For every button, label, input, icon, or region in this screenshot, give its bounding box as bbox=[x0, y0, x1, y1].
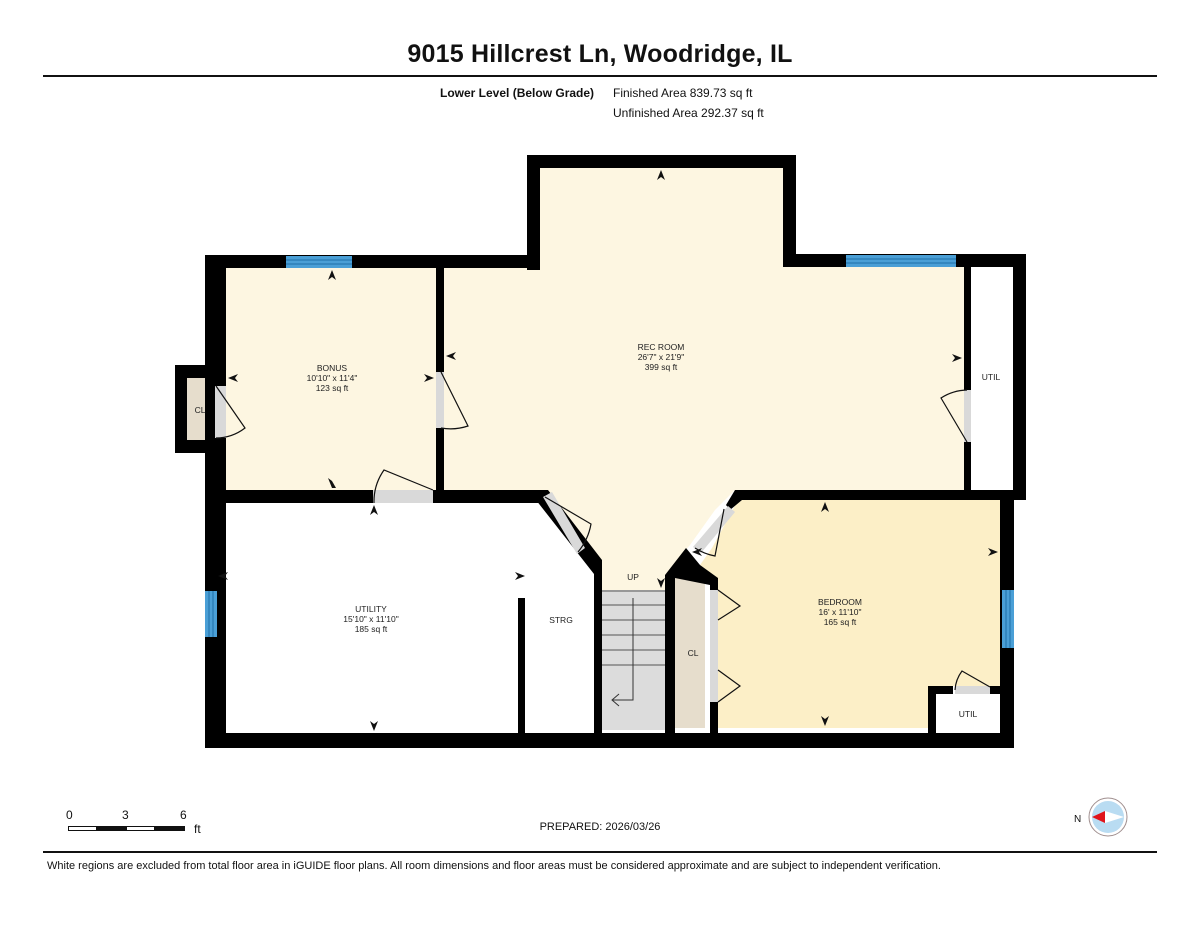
disclaimer-text: White regions are excluded from total fl… bbox=[47, 860, 941, 872]
bedroom-dims: 16' x 11'10" bbox=[819, 607, 862, 617]
utility-area: 185 sq ft bbox=[355, 624, 388, 634]
room-labels: REC ROOM 26'7" x 21'9" 399 sq ft BONUS 1… bbox=[195, 342, 1001, 719]
bonus-floor bbox=[226, 268, 436, 490]
stairs-up-label: UP bbox=[627, 572, 639, 582]
bedroom-name: BEDROOM bbox=[818, 597, 862, 607]
bonus-dims: 10'10" x 11'4" bbox=[307, 373, 358, 383]
bedroom-area: 165 sq ft bbox=[824, 617, 857, 627]
finished-area: Finished Area 839.73 sq ft bbox=[613, 86, 753, 100]
utility-name: UTILITY bbox=[355, 604, 387, 614]
bedroom-closet-floor bbox=[675, 578, 705, 728]
bonus-name: BONUS bbox=[317, 363, 348, 373]
bonus-area: 123 sq ft bbox=[316, 383, 349, 393]
rec-room-floor bbox=[444, 168, 964, 590]
window-bonus bbox=[286, 256, 352, 268]
doors bbox=[215, 371, 991, 703]
bonus-closet-label: CL bbox=[195, 405, 206, 415]
level-label: Lower Level (Below Grade) bbox=[440, 86, 595, 100]
north-label: N bbox=[1074, 814, 1081, 825]
scale-tick-3: 3 bbox=[122, 808, 129, 822]
compass-icon: N bbox=[1072, 796, 1132, 840]
scale-tick-0: 0 bbox=[66, 808, 73, 822]
scale-bar: 0 3 6 ft bbox=[66, 808, 218, 838]
window-utility bbox=[205, 591, 217, 637]
scale-tick-6: 6 bbox=[180, 808, 187, 822]
utility-dims: 15'10" x 11'10" bbox=[343, 614, 398, 624]
storage-label: STRG bbox=[549, 615, 573, 625]
rec-room-area: 399 sq ft bbox=[645, 362, 678, 372]
floors bbox=[187, 168, 1000, 730]
util-bedroom-label: UTIL bbox=[959, 709, 978, 719]
header-divider bbox=[43, 75, 1157, 77]
rec-room-dims: 26'7" x 21'9" bbox=[638, 352, 685, 362]
windows bbox=[205, 255, 1014, 648]
dimension-markers bbox=[218, 170, 998, 731]
scale-segment bbox=[154, 826, 185, 831]
window-rec-room bbox=[846, 255, 956, 267]
scale-unit: ft bbox=[194, 822, 201, 836]
util-right-label: UTIL bbox=[982, 372, 1001, 382]
footer-divider bbox=[43, 851, 1157, 853]
window-bedroom bbox=[1002, 590, 1014, 648]
staircase bbox=[602, 590, 665, 707]
rec-room-name: REC ROOM bbox=[638, 342, 685, 352]
bedroom-closet-label: CL bbox=[688, 648, 699, 658]
bedroom-floor bbox=[700, 500, 1000, 728]
unfinished-area: Unfinished Area 292.37 sq ft bbox=[613, 106, 764, 120]
property-address-title: 9015 Hillcrest Ln, Woodridge, IL bbox=[407, 40, 793, 68]
prepared-date: PREPARED: 2026/03/26 bbox=[539, 821, 661, 833]
